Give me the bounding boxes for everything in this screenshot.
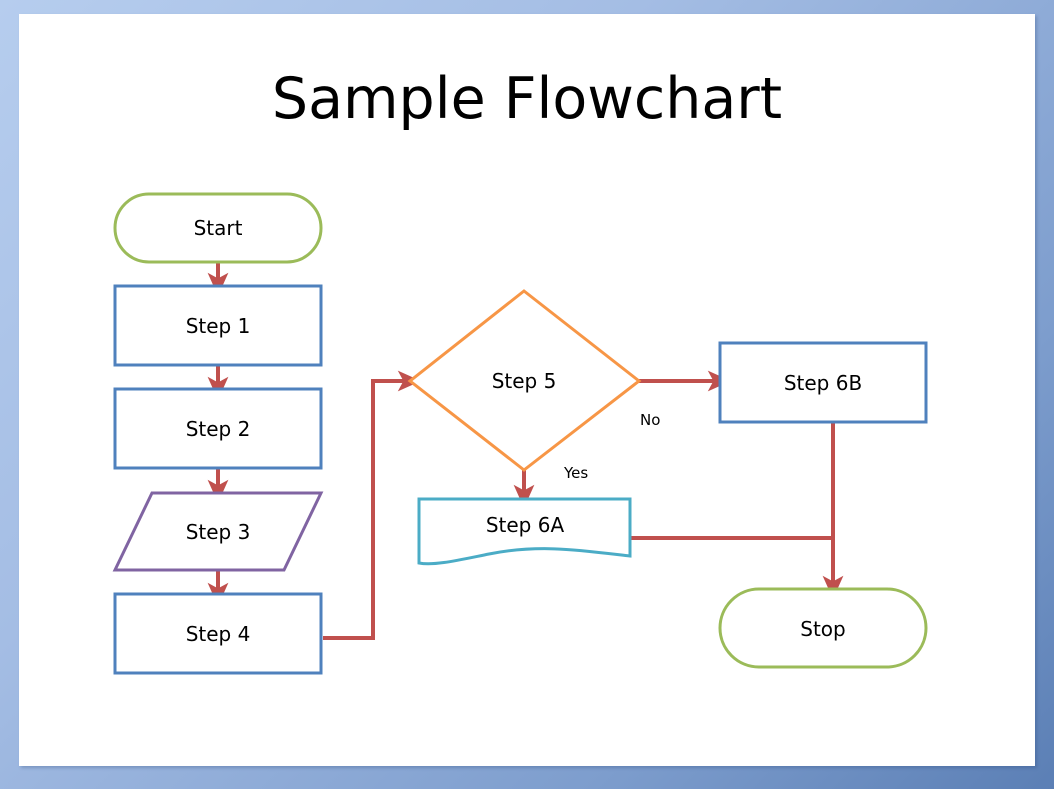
edge-label-no: No — [640, 411, 661, 429]
page-title: Sample Flowchart — [271, 66, 783, 132]
connector-group — [207, 261, 844, 640]
node-shape-step3[interactable] — [112, 491, 324, 572]
slide-canvas: Sample Flowchart — [19, 14, 1035, 766]
flowchart-canvas — [112, 192, 928, 675]
node-shape-step5[interactable] — [407, 289, 642, 472]
node-shape-step1[interactable] — [113, 284, 323, 367]
node-shape-stop[interactable] — [718, 587, 928, 669]
node-shape-step6a[interactable] — [417, 497, 632, 566]
node-shape-step6b[interactable] — [718, 341, 928, 424]
node-shape-step4[interactable] — [113, 592, 323, 675]
node-shape-step2[interactable] — [113, 387, 323, 470]
edge-label-yes: Yes — [564, 464, 589, 482]
node-shape-start[interactable] — [113, 192, 323, 264]
connector-step4-step5 — [323, 370, 421, 640]
